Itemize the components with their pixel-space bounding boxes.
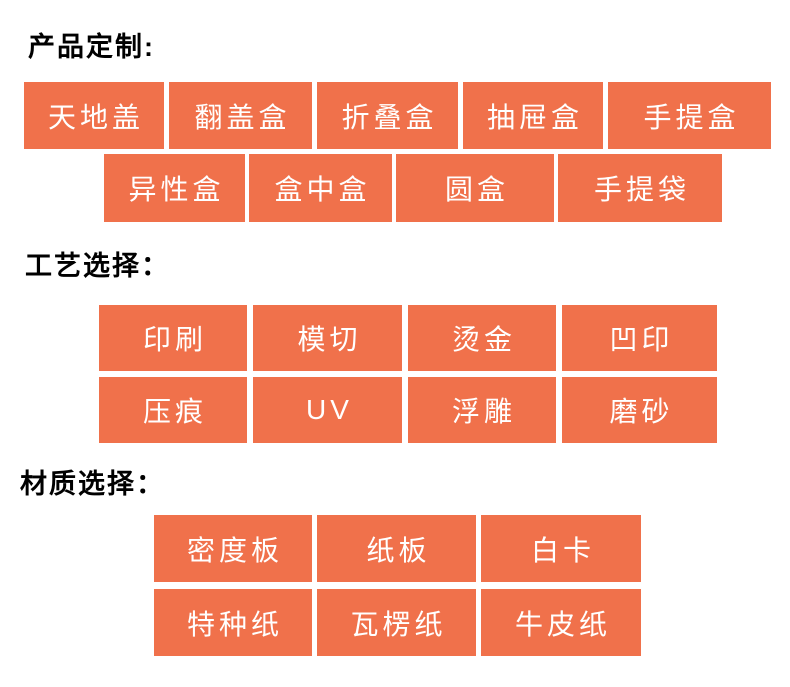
product-option-yixinghe-button[interactable]: 异性盒 bbox=[104, 154, 245, 222]
process-option-crease-button[interactable]: 压痕 bbox=[99, 377, 247, 443]
material-option-mdf-button[interactable]: 密度板 bbox=[154, 515, 312, 582]
material-option-cardboard-button[interactable]: 纸板 bbox=[317, 515, 476, 582]
material-option-kraft-button[interactable]: 牛皮纸 bbox=[481, 589, 641, 656]
material-options-row-2: 特种纸 瓦楞纸 牛皮纸 bbox=[154, 589, 641, 656]
product-option-hezhonghe-button[interactable]: 盒中盒 bbox=[249, 154, 392, 222]
product-option-fangaihe-button[interactable]: 翻盖盒 bbox=[169, 82, 312, 149]
product-option-yuanhe-button[interactable]: 圆盒 bbox=[396, 154, 554, 222]
process-option-emboss-button[interactable]: 浮雕 bbox=[408, 377, 556, 443]
process-option-uv-button[interactable]: UV bbox=[253, 377, 402, 443]
section-title-process-selection: 工艺选择： bbox=[25, 251, 170, 281]
process-option-hotstamp-button[interactable]: 烫金 bbox=[408, 305, 556, 371]
product-options-row-1: 天地盖 翻盖盒 折叠盒 抽屉盒 手提盒 bbox=[24, 82, 771, 149]
process-option-printing-button[interactable]: 印刷 bbox=[99, 305, 247, 371]
process-options-row-1: 印刷 模切 烫金 凹印 bbox=[99, 305, 717, 371]
material-option-corrugated-button[interactable]: 瓦楞纸 bbox=[317, 589, 476, 656]
product-option-chouihe-button[interactable]: 抽屉盒 bbox=[463, 82, 603, 149]
material-options-row-1: 密度板 纸板 白卡 bbox=[154, 515, 641, 582]
process-option-matte-button[interactable]: 磨砂 bbox=[562, 377, 717, 443]
process-option-diecut-button[interactable]: 模切 bbox=[253, 305, 402, 371]
section-title-material-selection: 材质选择： bbox=[20, 469, 165, 499]
section-title-product-customization: 产品定制: bbox=[28, 32, 155, 62]
product-option-zhediehe-button[interactable]: 折叠盒 bbox=[317, 82, 458, 149]
material-option-whitecard-button[interactable]: 白卡 bbox=[481, 515, 641, 582]
process-option-intaglio-button[interactable]: 凹印 bbox=[562, 305, 717, 371]
product-options-row-2: 异性盒 盒中盒 圆盒 手提袋 bbox=[104, 154, 722, 222]
product-option-tiandigai-button[interactable]: 天地盖 bbox=[24, 82, 164, 149]
product-option-shoutihe-button[interactable]: 手提盒 bbox=[608, 82, 771, 149]
product-option-shoutidai-button[interactable]: 手提袋 bbox=[558, 154, 722, 222]
material-option-specialty-paper-button[interactable]: 特种纸 bbox=[154, 589, 312, 656]
process-options-row-2: 压痕 UV 浮雕 磨砂 bbox=[99, 377, 717, 443]
